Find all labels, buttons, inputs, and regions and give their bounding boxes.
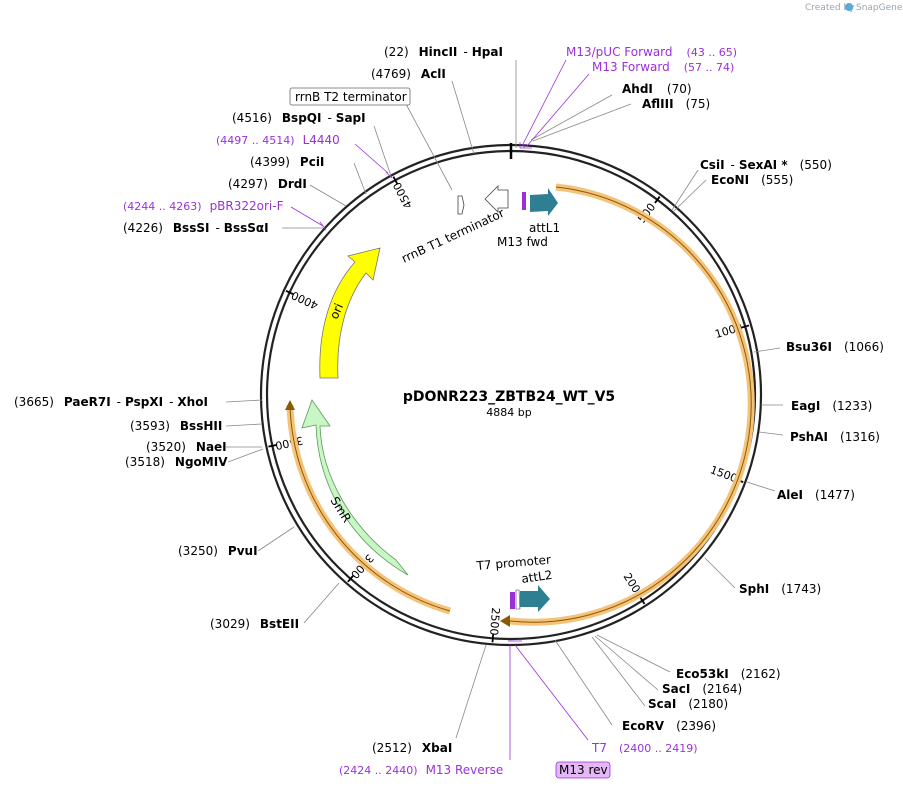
site-econi[interactable]: EcoNI(555)	[711, 173, 793, 187]
rrnb-t1-label: rrnB T1 terminator	[399, 206, 506, 266]
site-ngomiv[interactable]: (3518)NgoMIV	[125, 455, 228, 469]
m13-rev-box[interactable]	[555, 761, 611, 779]
m13-rev-label: M13 rev	[559, 763, 608, 777]
site-pcii[interactable]: (4399)PciI	[250, 155, 324, 169]
tick-mark	[285, 290, 294, 295]
tick-label: 4500	[391, 180, 416, 211]
rrnb-t2-label: rrnB T2 terminator	[295, 90, 407, 104]
attl1-feature[interactable]: attL1 M13 fwd	[497, 188, 560, 249]
primer-t7[interactable]: T7(2400 .. 2419)	[591, 741, 698, 755]
attl2-label: attL2	[520, 568, 553, 586]
site-ecorv[interactable]: EcoRV(2396)	[622, 719, 716, 733]
attl2-feature[interactable]: T7 promoter attL2	[475, 553, 553, 612]
site-bsshii[interactable]: (3593)BssHII	[130, 419, 222, 433]
credit-created-by: Created by	[805, 3, 855, 13]
credit-brand: SnapGene	[856, 3, 903, 13]
ori-label: ori	[327, 301, 346, 321]
site-bspqi[interactable]: (4516)BspQI-SapI	[232, 111, 366, 125]
rrnb-t2-box[interactable]	[289, 87, 411, 106]
site-ahdi[interactable]: AhdI(70)	[622, 82, 692, 96]
tick-mark	[491, 634, 495, 643]
tick-label: 4000	[289, 288, 320, 312]
site-acli[interactable]: (4769)AclI	[371, 67, 446, 81]
primer-marks	[290, 59, 590, 760]
plasmid-size: 4884 bp	[486, 406, 531, 419]
tick-mark	[392, 176, 398, 185]
site-eco53ki[interactable]: Eco53kI(2162)	[676, 667, 781, 681]
leader-lines	[225, 60, 784, 739]
backbone-orange-feature[interactable]	[285, 400, 451, 615]
site-pshai[interactable]: PshAI(1316)	[790, 430, 880, 444]
primer-pbr322ori-f[interactable]: (4244 .. 4263)pBR322ori-F	[123, 199, 284, 213]
site-csii[interactable]: CsiI-SexAI *(550)	[700, 158, 832, 172]
site-aflii[interactable]: AflIII(75)	[642, 97, 710, 111]
site-xbai[interactable]: (2512)XbaI	[372, 741, 452, 755]
primer-l4440[interactable]: (4497 .. 4514)L4440	[216, 133, 340, 147]
primer-m13-forward[interactable]: M13 Forward(57 .. 74)	[592, 60, 734, 74]
tick-mark	[639, 596, 646, 605]
primer-m13-reverse[interactable]: (2424 .. 2440)M13 Reverse	[339, 763, 503, 777]
site-alei[interactable]: AleI(1477)	[777, 488, 855, 502]
ori-feature[interactable]: ori	[319, 247, 381, 379]
tick-mark	[268, 444, 277, 448]
tick-mark	[347, 575, 354, 583]
tick-mark	[741, 324, 750, 329]
site-scai[interactable]: ScaI(2180)	[648, 697, 728, 711]
site-drdi[interactable]: (4297)DrdI	[228, 177, 307, 191]
site-pvui[interactable]: (3250)PvuI	[178, 544, 258, 558]
site-naei[interactable]: (3520)NaeI	[146, 440, 227, 454]
site-saci[interactable]: SacI(2164)	[662, 682, 742, 696]
site-eagi[interactable]: EagI(1233)	[791, 399, 872, 413]
site-bsssi[interactable]: (4226)BssSI-BssSαI	[123, 221, 269, 235]
insert-feature[interactable]	[500, 183, 755, 627]
tick-label: 2500	[487, 607, 502, 636]
site-hincii[interactable]: (22)HincII-HpaI	[384, 45, 503, 59]
snapgene-logo-icon	[845, 3, 853, 11]
site-bsu36i[interactable]: Bsu36I(1066)	[786, 340, 884, 354]
tick-mark	[654, 196, 661, 204]
tick-label: 3500	[274, 434, 304, 453]
primer-m13-puc-forward[interactable]: M13/pUC Forward(43 .. 65)	[566, 45, 737, 59]
plasmid-name: pDONR223_ZBTB24_WT_V5	[403, 389, 615, 405]
site-bsteii[interactable]: (3029)BstEII	[210, 617, 299, 631]
rrnb-t1-feature[interactable]: rrnB T1 terminator	[399, 185, 509, 266]
attl1-label: attL1	[529, 221, 560, 235]
m13-fwd-label: M13 fwd	[497, 235, 548, 249]
site-sphi[interactable]: SphI(1743)	[739, 582, 821, 596]
site-paer7i[interactable]: (3665)PaeR7I-PspXI-XhoI	[14, 395, 208, 409]
t7-promoter-label: T7 promoter	[475, 553, 551, 574]
smr-feature[interactable]: SmR	[301, 399, 409, 576]
